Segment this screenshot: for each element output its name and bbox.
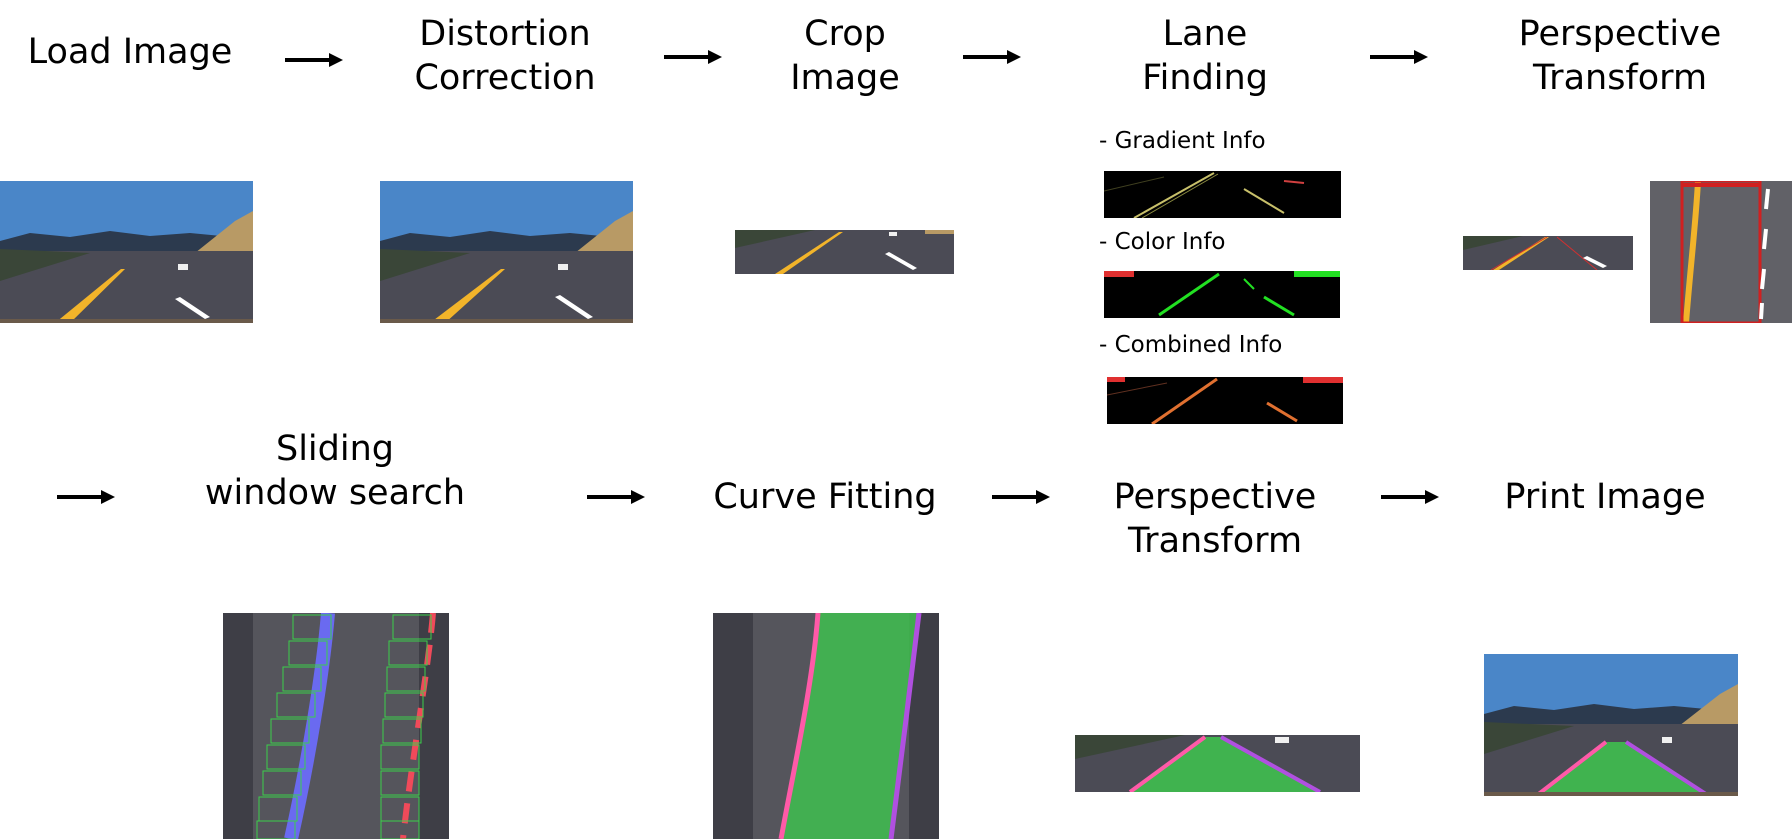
step-title-lane-finding: Lane Finding: [1142, 14, 1268, 98]
arrow-right-icon: [963, 50, 1021, 64]
sublabel-color-info: - Color Info: [1099, 229, 1226, 255]
step-title-crop-image: Crop Image: [790, 14, 900, 98]
step-title-load-image: Load Image: [27, 32, 233, 72]
arrow-right-icon: [992, 490, 1050, 504]
step-title-print-image: Print Image: [1504, 477, 1706, 517]
road-image-undistorted: [380, 181, 633, 323]
arrow-right-icon: [664, 50, 722, 64]
arrow-right-icon: [587, 490, 645, 504]
step-title-curve-fitting: Curve Fitting: [713, 477, 937, 517]
sublabel-combined-info: - Combined Info: [1099, 332, 1283, 358]
arrow-right-icon: [1381, 490, 1439, 504]
curve-fitting-image: [713, 613, 939, 839]
arrow-right-icon: [285, 53, 343, 67]
binary-image-gradient: [1104, 171, 1341, 218]
road-image-warp-source: [1463, 236, 1633, 270]
road-image-lane-overlay-cropped: [1075, 735, 1360, 792]
sublabel-gradient-info: - Gradient Info: [1099, 128, 1266, 154]
road-image-birdseye: [1650, 181, 1792, 323]
road-image-cropped: [735, 230, 954, 274]
step-title-perspective-transform-1: Perspective Transform: [1518, 14, 1722, 98]
step-title-sliding-window-search: Sliding window search: [204, 429, 466, 513]
sliding-window-image: [223, 613, 449, 839]
binary-image-combined: [1107, 377, 1343, 424]
binary-image-color: [1104, 271, 1340, 318]
road-image-final-output: [1484, 654, 1738, 796]
step-title-distortion-correction: Distortion Correction: [414, 14, 596, 98]
road-image-original: [0, 181, 253, 323]
step-title-perspective-transform-2: Perspective Transform: [1113, 477, 1317, 561]
arrow-right-icon: [57, 490, 115, 504]
arrow-right-icon: [1370, 50, 1428, 64]
